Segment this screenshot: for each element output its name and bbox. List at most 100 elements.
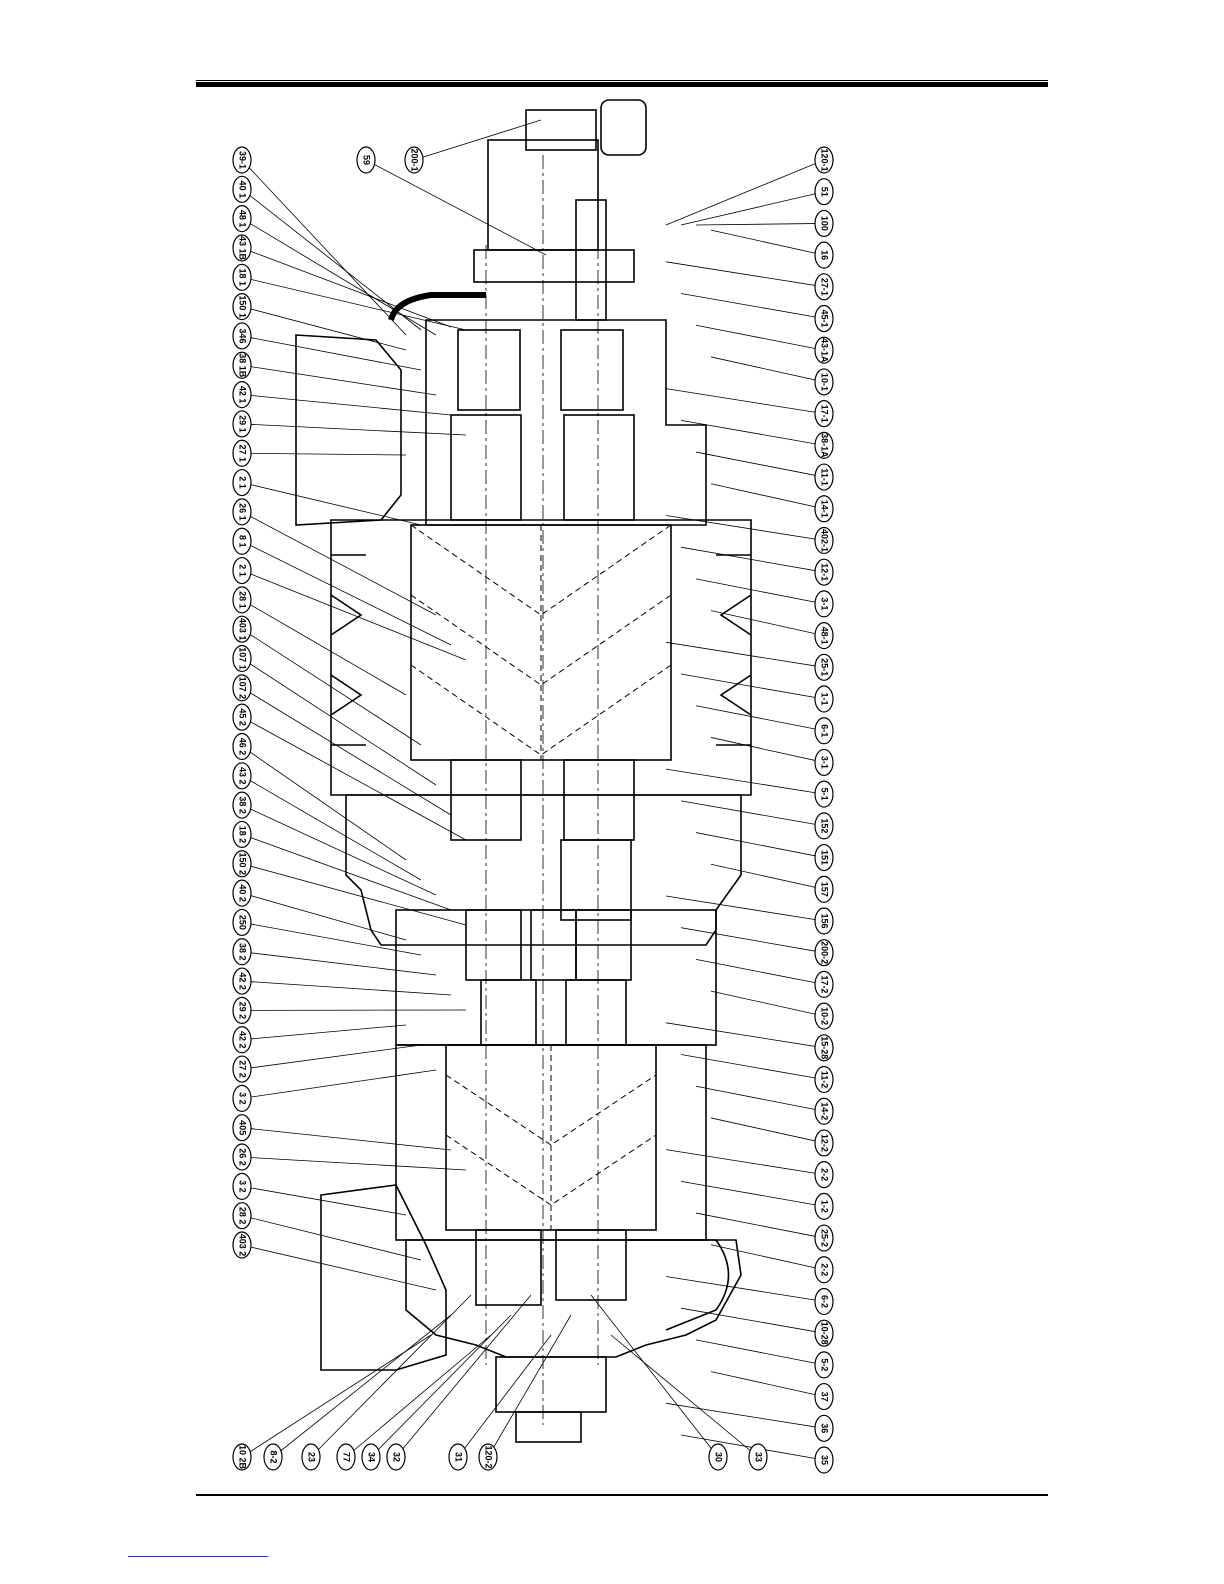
callout-circle xyxy=(814,1414,834,1442)
upper-rotor-lobes xyxy=(410,524,672,760)
callout-circle xyxy=(814,1446,834,1474)
callout-circle xyxy=(814,526,834,555)
upper-rotor-casing xyxy=(330,519,752,796)
callout-label: 42 1 xyxy=(238,386,248,404)
callout-circle xyxy=(232,908,252,937)
callout-label: 27-1 xyxy=(820,278,830,296)
callout-label: 403 2 xyxy=(238,1234,248,1257)
callout-balloon: 36 xyxy=(814,1414,834,1442)
callout-circle xyxy=(232,586,252,614)
leader-line xyxy=(241,804,437,896)
callout-circle xyxy=(814,241,834,269)
upper-bearing-right xyxy=(560,329,624,411)
callout-circle xyxy=(232,146,252,174)
callout-balloon: 2 1 xyxy=(232,556,252,585)
middle-casing xyxy=(345,794,742,946)
leader-line xyxy=(241,423,467,436)
callout-balloon: 28 1 xyxy=(232,586,252,614)
leader-line xyxy=(241,628,422,746)
callout-circle xyxy=(232,439,252,467)
callout-circle xyxy=(232,293,252,321)
callout-circle xyxy=(232,615,252,643)
discharge-elbow xyxy=(626,1239,730,1331)
callout-label: 1-2 xyxy=(820,1200,830,1213)
callout-circle xyxy=(814,495,834,523)
leader-line xyxy=(695,324,825,351)
callout-balloon: 42 2 xyxy=(232,1026,252,1054)
leader-line xyxy=(241,452,407,456)
gear-motor xyxy=(600,99,647,156)
callout-balloon: 3 2 xyxy=(232,1172,252,1200)
callout-label: 403 1 xyxy=(238,618,248,641)
leader-line xyxy=(241,247,452,328)
callout-circle xyxy=(232,498,252,526)
callout-circle xyxy=(814,146,834,174)
callout-circle xyxy=(232,1172,252,1200)
callout-circle xyxy=(814,717,834,745)
callout-circle xyxy=(386,1443,406,1471)
callout-circle xyxy=(814,812,834,840)
leader-line xyxy=(710,356,825,383)
callout-balloon: 10 2B xyxy=(232,1443,252,1471)
leader-line xyxy=(241,540,452,646)
callout-circle xyxy=(814,273,834,301)
leader-line xyxy=(710,483,825,510)
callout-label: 12-2 xyxy=(820,1134,830,1152)
callout-circle xyxy=(232,879,252,907)
leader-line xyxy=(241,951,437,976)
callout-balloon: 402-1 xyxy=(814,526,834,555)
callout-circle xyxy=(232,410,252,438)
footnote-separator xyxy=(128,1556,268,1557)
callout-label: 34 xyxy=(367,1452,377,1462)
callout-balloon: 42 2 xyxy=(232,967,252,995)
callout-label: 120-1 xyxy=(820,148,830,171)
leader-line xyxy=(680,1180,825,1207)
leader-line xyxy=(665,159,825,226)
leader-line xyxy=(272,1314,452,1458)
callout-label: 11-1 xyxy=(820,468,830,486)
leader-line xyxy=(695,1339,825,1366)
callout-label: 346 xyxy=(238,328,248,343)
callout-label: 6-2 xyxy=(820,1295,830,1308)
callout-circle xyxy=(814,1192,834,1220)
callout-label: 120-2 xyxy=(484,1445,494,1468)
callout-label: 25-1 xyxy=(820,658,830,676)
callout-balloon: 403 2 xyxy=(232,1231,252,1259)
callout-balloon: 32 xyxy=(386,1443,406,1471)
leader-line xyxy=(241,716,467,841)
callout-balloon: 38 2 xyxy=(232,938,252,966)
leader-line xyxy=(395,1294,532,1458)
callout-label: 10-1 xyxy=(820,373,830,391)
callout-balloon: 45 2 xyxy=(232,703,252,731)
callout-balloon: 26 2 xyxy=(232,1143,252,1171)
callout-circle xyxy=(232,703,252,731)
callout-balloon: 59 xyxy=(356,146,376,174)
output-coupling xyxy=(495,1356,607,1413)
callout-circle xyxy=(814,748,834,777)
lower-shaft-end-left xyxy=(475,1229,542,1306)
callout-label: 11-2 xyxy=(820,1071,830,1089)
leader-line xyxy=(680,191,825,226)
callout-balloon: 8 1 xyxy=(232,527,252,555)
callout-balloon: 200-2 xyxy=(814,939,834,967)
callout-circle xyxy=(708,1443,728,1471)
callout-balloon: 17-1 xyxy=(814,400,834,428)
leader-line xyxy=(457,1334,552,1458)
lower-shaft-end-right xyxy=(555,1229,627,1301)
leader-line xyxy=(413,119,542,161)
callout-balloon: 11-1 xyxy=(814,463,834,491)
callout-balloon: 405 xyxy=(232,1114,252,1142)
leader-line xyxy=(695,705,825,732)
upper-shaft-right xyxy=(563,414,635,521)
callout-balloon: 28 2 xyxy=(232,1202,252,1230)
leader-line xyxy=(680,927,825,954)
leader-line xyxy=(695,958,825,985)
callout-balloon: 77 xyxy=(336,1443,356,1471)
callout-balloon: 3 2 xyxy=(232,1084,252,1112)
callout-label: 12-1 xyxy=(820,563,830,581)
callout-balloon: 43 1B xyxy=(232,234,252,262)
leader-line xyxy=(680,673,825,700)
callout-circle xyxy=(814,653,834,681)
callout-balloon: 43 2 xyxy=(232,762,252,790)
